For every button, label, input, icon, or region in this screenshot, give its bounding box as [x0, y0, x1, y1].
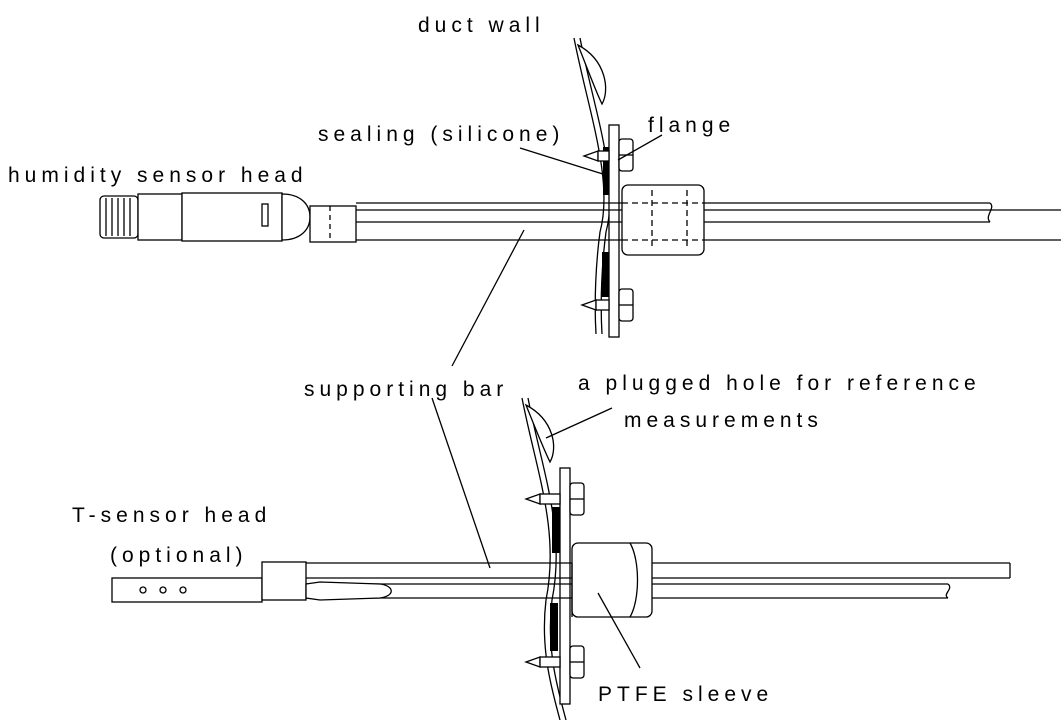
sealing-upper-bottom: [602, 252, 609, 297]
screw-lower-top: [524, 482, 585, 516]
label-plugged-hole-1: a plugged hole for reference: [578, 372, 981, 395]
screw-lower-bottom: [524, 645, 585, 679]
plug-upper: [576, 43, 607, 106]
label-sealing: sealing (silicone): [318, 123, 565, 146]
duct-wall-lower-inner: [527, 397, 567, 720]
leader-bar-lower: [431, 397, 491, 569]
screw-upper-bottom: [580, 288, 634, 322]
label-supporting-bar: supporting bar: [304, 378, 509, 401]
lower-assembly: [111, 397, 1011, 720]
label-flange: flange: [648, 114, 736, 137]
t-sensor-head: [111, 561, 392, 603]
sleeve-nut-upper: [621, 184, 705, 256]
sealing-lower-bottom: [550, 603, 558, 651]
leader-bar-upper: [451, 229, 525, 367]
label-ptfe-sleeve: PTFE sleeve: [598, 683, 774, 706]
leader-sealing: [519, 147, 607, 176]
flange-plate-lower: [559, 467, 571, 705]
label-plugged-hole-2: measurements: [624, 409, 823, 432]
label-t-sensor-2: (optional): [110, 544, 248, 567]
humidity-sensor-head: [99, 192, 357, 243]
flange-plate-upper: [608, 124, 620, 338]
sealing-lower-top: [552, 507, 560, 553]
label-humidity-sensor-head: humidity sensor head: [8, 164, 308, 187]
leader-flange: [617, 134, 663, 161]
leader-ptfe: [597, 592, 641, 669]
screw-upper-top: [582, 138, 634, 172]
sealing-upper-top: [603, 147, 610, 195]
sleeve-nut-lower: [571, 542, 653, 618]
label-duct-wall: duct wall: [418, 14, 545, 37]
label-t-sensor-1: T-sensor head: [72, 504, 272, 527]
duct-wall-lower: [521, 397, 561, 720]
upper-assembly: [99, 37, 1061, 367]
leader-plugged-hole: [545, 407, 613, 439]
plug-lower: [524, 403, 555, 464]
